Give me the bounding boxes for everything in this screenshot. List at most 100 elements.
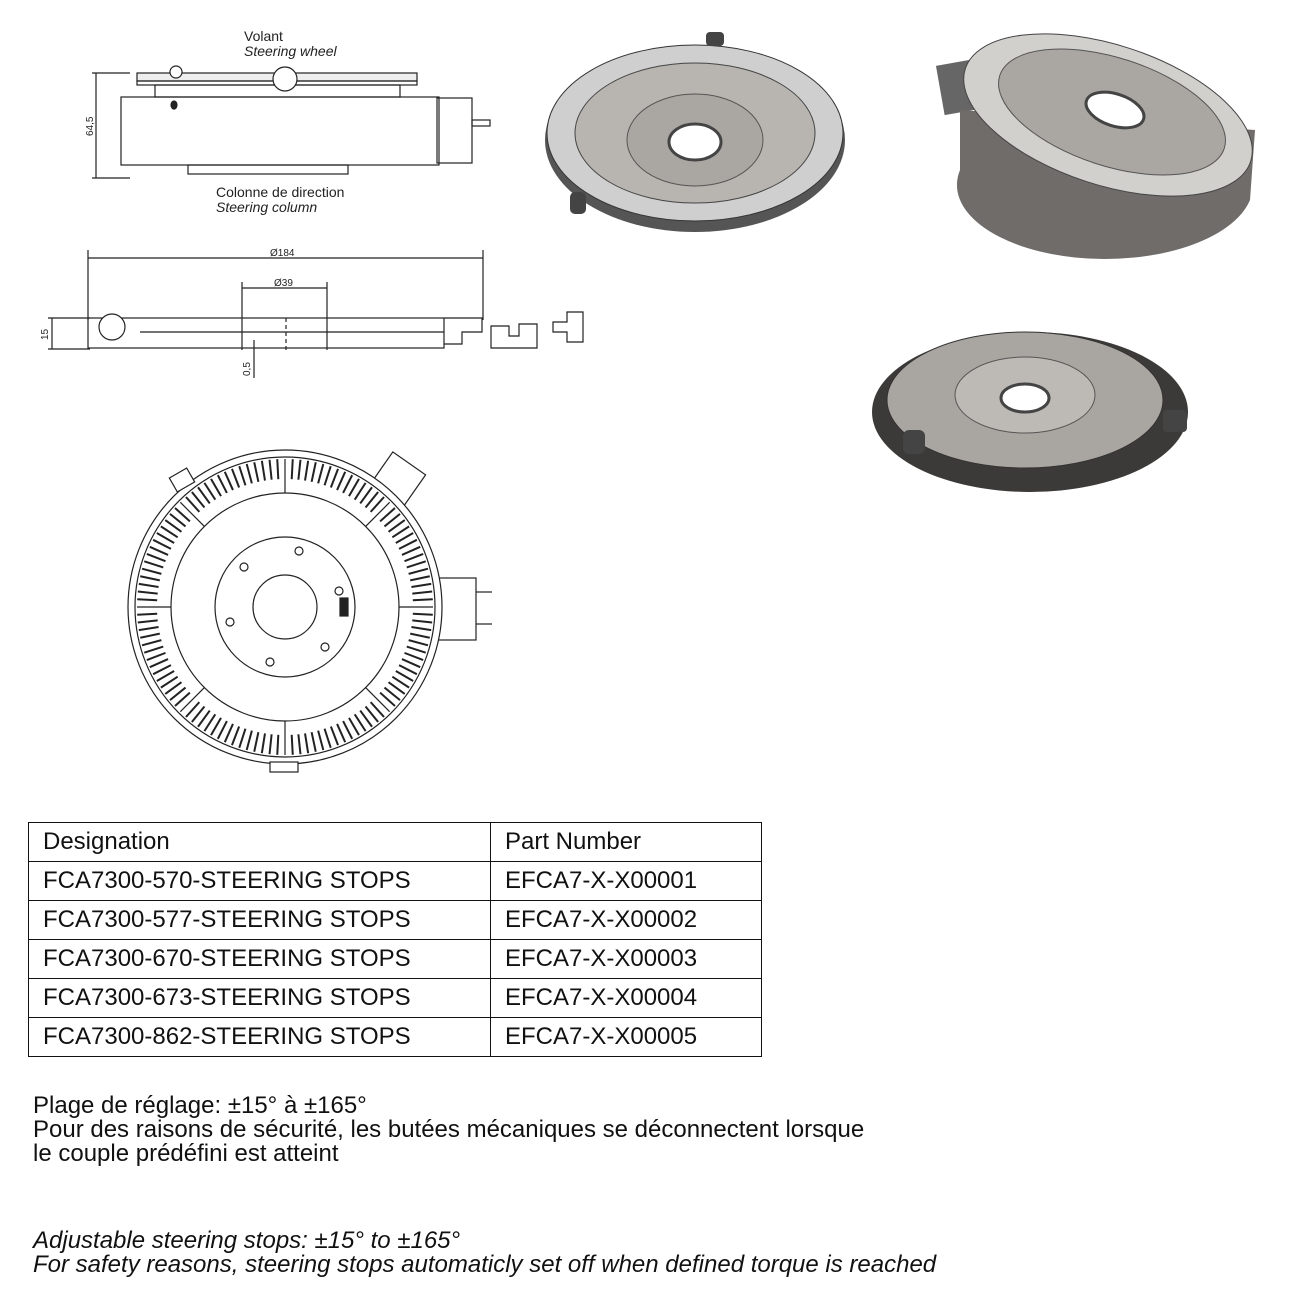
notes-french: Plage de réglage: ±15° à ±165° Pour des … [33,1094,864,1166]
dial-tick [191,491,206,509]
dial-tick [231,468,241,488]
designation-cell: FCA7300-862-STEERING STOPS [28,1017,491,1057]
dial-tick [146,651,166,661]
dim-height: 64,5 [85,116,96,136]
dial-tick [406,560,427,569]
dial-tick [412,590,433,595]
dial-tick [387,681,406,695]
dial-tick [401,658,421,669]
header-designation: Designation [28,822,491,862]
note-line: le couple prédéfini est atteint [33,1140,339,1167]
dial-tick [342,474,354,494]
dial-tick [323,465,332,486]
dial-tick [379,691,396,707]
dial-tick [238,728,247,749]
part-number-cell: EFCA7-X-X00003 [490,939,762,979]
dial-tick [260,733,266,754]
dial-tick [268,734,273,755]
dial-tick [191,705,206,723]
dial-tick [156,532,175,544]
dial-tick [342,720,354,740]
side-view-drawing [92,65,491,179]
dial-tick [364,705,379,723]
dial-tick [245,463,253,484]
dial-tick [160,525,179,539]
dial-tick [412,612,433,616]
part-number-cell: EFCA7-X-X00005 [490,1017,762,1057]
dial-tick [395,532,414,544]
dial-tick [276,734,280,755]
technical-drawings: 64,5 Ø184 Ø39 15 0,5 [40,32,1255,773]
dial-tick [365,687,391,713]
dial-tick [160,675,179,689]
dial-tick [137,598,158,602]
dial-tick [260,460,266,481]
dial-tick [141,567,162,575]
dial-tick [245,730,253,751]
dial-tick [408,639,429,647]
dial-tick [359,486,373,505]
dial-tick [398,538,418,550]
dial-tick [179,501,205,527]
dial-tick [409,575,430,582]
header-part-number: Part Number [490,822,762,862]
dial-tick [409,632,430,639]
note-line: For safety reasons, steering stops autom… [33,1251,937,1278]
dial-tick [336,723,347,743]
dial-tick [231,726,241,746]
dial-tick [143,645,164,654]
dial-tick [353,482,367,501]
dial-tick [411,626,432,632]
dial-tick [310,731,317,752]
dial-tick [310,462,317,483]
notes-english: Adjustable steering stops: ±15° to ±165°… [33,1229,936,1277]
dial-tick [268,459,273,480]
dial-tick [290,459,294,480]
dial-tick [179,687,205,713]
dial-tick [203,482,217,501]
dial-tick [304,733,310,754]
dial-tick [411,582,432,588]
dial-tick [185,496,201,513]
dial-tick [223,471,234,491]
dial-tick [369,496,385,513]
dial-tick [391,525,410,539]
top-view-drawing [127,449,492,773]
dial-tick [336,471,347,491]
dim-outer-diameter: Ø184 [270,248,295,259]
dial-tick [152,538,172,550]
dial-tick [164,681,183,695]
dial-tick [210,478,222,497]
dial-tick [216,474,228,494]
dial-tick [156,670,175,682]
designation-cell: FCA7300-570-STEERING STOPS [28,861,491,901]
dial-tick [138,626,159,632]
dial-tick [387,519,406,533]
dial-tick [185,701,201,718]
dial-tick [359,709,373,728]
label-steering-wheel: Steering wheel [244,43,337,59]
dial-tick [169,686,187,701]
render-3d-dial-top [545,32,845,232]
dial-tick [353,713,367,732]
dial-tick [297,734,302,755]
dial-tick [253,731,260,752]
dial-tick [164,519,183,533]
dial-tick [329,468,339,488]
dial-tick [140,575,161,582]
part-number-cell: EFCA7-X-X00001 [490,861,762,901]
dial-tick [149,545,169,556]
dial-tick [137,612,158,616]
dial-tick [391,675,410,689]
designation-cell: FCA7300-670-STEERING STOPS [28,939,491,979]
dial-tick [401,545,421,556]
render-3d-cylinder [935,33,1255,259]
dial-tick [383,513,401,528]
dial-tick [304,460,310,481]
dial-tick [149,658,169,669]
note-line: Adjustable steering stops: ±15° to ±165° [33,1227,461,1254]
dial-tick [210,717,222,736]
dial-tick [323,728,332,749]
